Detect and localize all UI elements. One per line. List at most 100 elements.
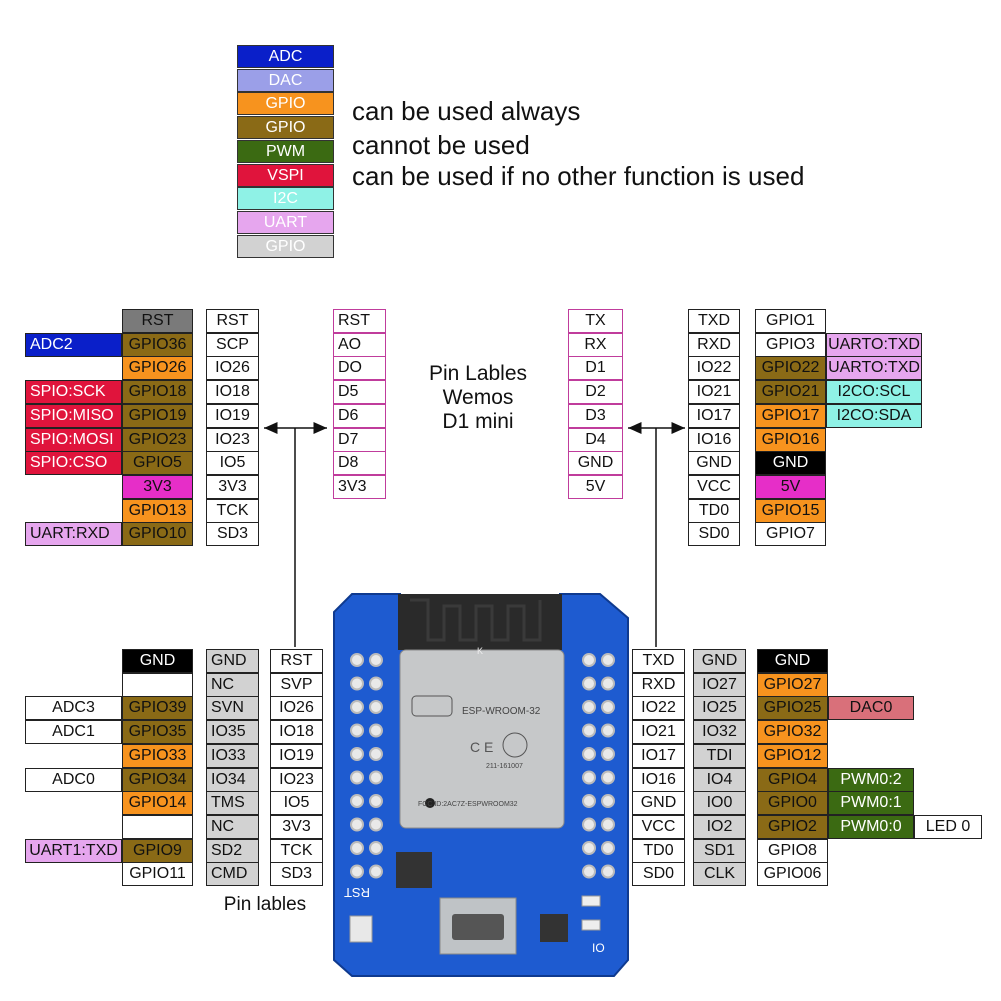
tc-right-pin-4: D3 [568, 403, 623, 428]
tr-gpio-0: GPIO1 [755, 309, 826, 333]
br-header-3: IO21 [632, 720, 685, 745]
header-pad [350, 723, 364, 738]
header-pad [601, 817, 615, 832]
legend-swatch-uart: UART [237, 210, 334, 234]
header-pad [369, 747, 383, 761]
center-title-line1: Pin Lables [428, 362, 528, 385]
tc-left-pin-2: DO [333, 356, 386, 381]
bl-gpio-1 [122, 672, 193, 697]
tr-pin-6: GND [688, 451, 740, 476]
br-gpio-0: GND [757, 649, 828, 673]
header-pad [601, 864, 615, 879]
tl-gpio-3: GPIO18 [122, 380, 193, 405]
header-pad [350, 676, 364, 691]
br-gpio-6: GPIO0 [757, 791, 828, 816]
tr-pin-1: RXD [688, 332, 740, 357]
header-pad [369, 676, 383, 691]
header-pad [601, 794, 615, 808]
br-pin-6: IO0 [693, 791, 746, 816]
tr-pin-9: SD0 [688, 522, 740, 547]
bl-function-8: UART1:TXD [25, 838, 122, 863]
legend-text-conditional: can be used if no other function is used [352, 161, 805, 191]
legend-swatch-adc: ADC [237, 45, 334, 68]
code-text: 211-161007 [486, 763, 523, 770]
header-pad [582, 770, 596, 785]
header-pad [582, 864, 596, 879]
tl-function-4: SPIO:MISO [25, 403, 122, 428]
tl-gpio-5: GPIO23 [122, 427, 193, 452]
antenna-area [398, 594, 562, 650]
header-pad [601, 653, 615, 667]
tr-pin-8: TD0 [688, 498, 740, 523]
tl-gpio-2: GPIO26 [122, 356, 193, 381]
tr-pin-7: VCC [688, 474, 740, 499]
tr-function-2: UARTO:TXD [826, 356, 922, 381]
header-pad [582, 676, 596, 691]
bl-gpio-5: GPIO34 [122, 767, 193, 792]
bl-pin-7: NC [206, 814, 259, 839]
br-gpio-9: GPIO06 [757, 862, 828, 887]
tl-function-6: SPIO:CSO [25, 451, 122, 476]
tr-function-4: I2CO:SDA [826, 403, 922, 428]
header-pad [582, 700, 596, 714]
tl-gpio-0: RST [122, 309, 193, 333]
tl-function-9: UART:RXD [25, 522, 122, 547]
br-header-2: IO22 [632, 696, 685, 721]
br-pin-2: IO25 [693, 696, 746, 721]
header-pad [582, 794, 596, 808]
tr-pin-2: IO22 [688, 356, 740, 381]
tr-gpio-6: GND [755, 451, 826, 476]
header-pad [369, 794, 383, 808]
tl-gpio-7: 3V3 [122, 474, 193, 499]
br-header-8: TD0 [632, 838, 685, 863]
tc-left-pin-6: D8 [333, 451, 386, 476]
header-pad [350, 841, 364, 855]
bl-gpio-2: GPIO39 [122, 696, 193, 721]
tr-gpio-8: GPIO15 [755, 498, 826, 523]
tr-gpio-1: GPIO3 [755, 332, 826, 357]
tr-gpio-9: GPIO7 [755, 522, 826, 547]
br-gpio-8: GPIO8 [757, 838, 828, 863]
legend-swatch-pwm: PWM [237, 139, 334, 163]
header-pad [369, 841, 383, 855]
header-pad [369, 700, 383, 714]
rst-silk: RST [344, 885, 370, 900]
svg-text:C E: C E [470, 739, 493, 755]
header-pad [601, 700, 615, 714]
header-pad [582, 817, 596, 832]
br-function-2: DAC0 [828, 696, 914, 721]
header-pad [582, 723, 596, 738]
bl-gpio-7 [122, 814, 193, 839]
header-pad [350, 700, 364, 714]
bl-pin-3: IO35 [206, 720, 259, 745]
tc-right-pin-7: 5V [568, 474, 623, 499]
tl-pin-9: SD3 [206, 522, 259, 547]
br-header-5: IO16 [632, 767, 685, 792]
br-function-6: PWM0:1 [828, 791, 914, 816]
bl-header-5: IO23 [270, 767, 323, 792]
tc-right-pin-2: D1 [568, 356, 623, 381]
bl-pin-0: GND [206, 649, 259, 673]
legend-swatch-gpio: GPIO [237, 92, 334, 116]
header-pad [582, 653, 596, 667]
tr-pin-5: IO16 [688, 427, 740, 452]
br-pin-4: TDI [693, 743, 746, 768]
tl-gpio-4: GPIO19 [122, 403, 193, 428]
bl-gpio-0: GND [122, 649, 193, 673]
br-pin-3: IO32 [693, 720, 746, 745]
bl-gpio-4: GPIO33 [122, 743, 193, 768]
bl-pin-9: CMD [206, 862, 259, 887]
bl-header-3: IO18 [270, 720, 323, 745]
tc-left-pin-5: D7 [333, 427, 386, 452]
br-function-7: PWM0:0 [828, 814, 914, 839]
header-pad [601, 723, 615, 738]
br-gpio-4: GPIO12 [757, 743, 828, 768]
bl-pin-6: TMS [206, 791, 259, 816]
tr-function-3: I2CO:SCL [826, 380, 922, 405]
fcc-text: FCC ID:2AC7Z-ESPWROOM32 [418, 801, 518, 808]
br-header-7: VCC [632, 814, 685, 839]
header-pad [350, 770, 364, 785]
tc-right-pin-5: D4 [568, 427, 623, 452]
reset-button [349, 915, 373, 943]
tl-function-1: ADC2 [25, 332, 122, 357]
